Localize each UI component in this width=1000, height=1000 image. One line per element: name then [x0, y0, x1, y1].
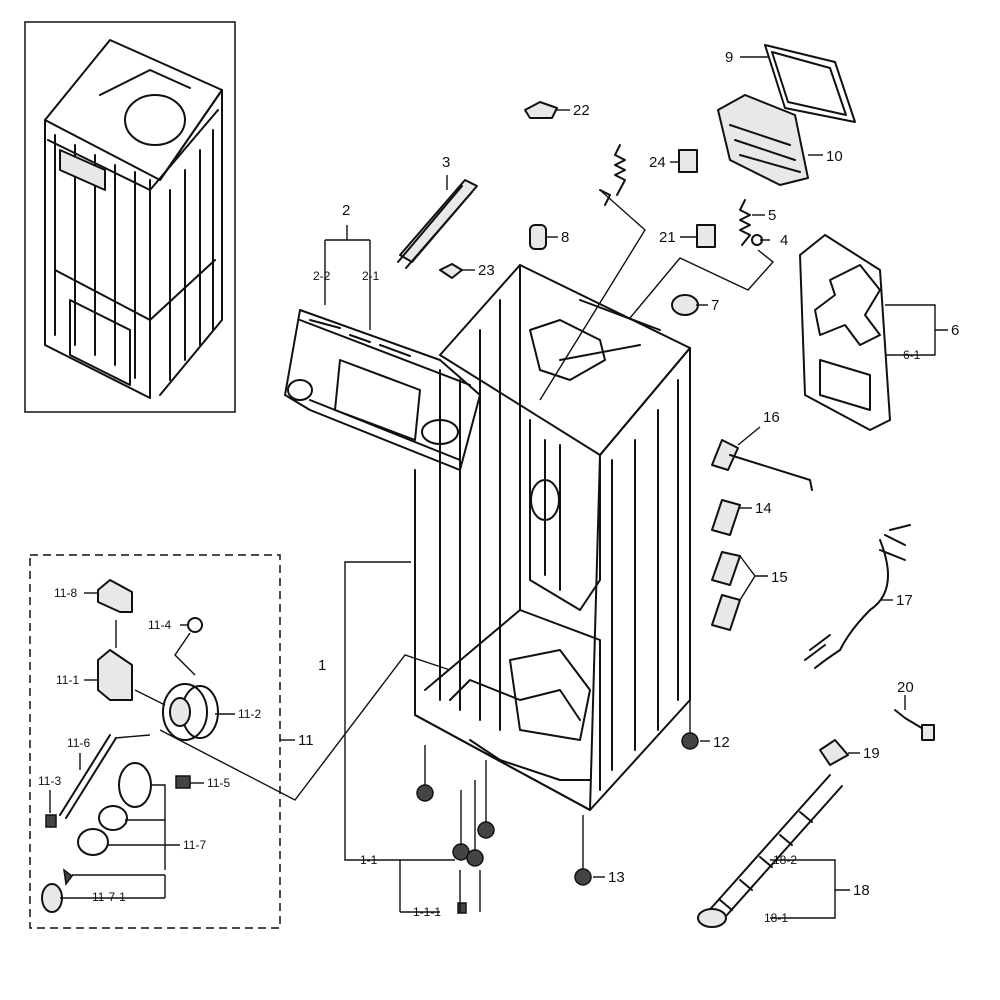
- callout-7: 7: [711, 297, 719, 314]
- leader-lines: [49, 56, 948, 919]
- callout-2-2: 2-2: [313, 269, 331, 283]
- callout-10: 10: [826, 148, 843, 165]
- callout-11-6: 11-6: [67, 736, 90, 750]
- callout-1-1-1: 1-1-1: [413, 905, 441, 919]
- wire-harness: [804, 524, 911, 669]
- callout-11-1: 11-1: [56, 673, 79, 687]
- callout-12: 12: [713, 734, 730, 751]
- callout-18-1: 18-1: [764, 911, 788, 925]
- callout-20: 20: [897, 679, 914, 696]
- callout-labels: 1 1-1 1-1-1 2 2-1 2-2 3 4 5 6 6-1 7 8 9 …: [38, 49, 959, 925]
- callout-8: 8: [561, 229, 569, 246]
- cabinet-frame: [414, 264, 691, 811]
- callout-3: 3: [442, 154, 450, 171]
- sensor-24: [678, 149, 698, 173]
- hose-clamp-19: [819, 739, 849, 766]
- callout-11-2: 11-2: [238, 707, 261, 721]
- callout-11-5: 11-5: [207, 776, 230, 790]
- callout-11-7-1: 11-7-1: [92, 890, 126, 904]
- callout-23: 23: [478, 262, 495, 279]
- callout-13: 13: [608, 869, 625, 886]
- callout-11-4: 11-4: [148, 618, 171, 632]
- callout-16: 16: [763, 409, 780, 426]
- leveling-feet: [416, 690, 699, 914]
- callout-11-8: 11-8: [54, 586, 77, 600]
- bellows-7: [671, 294, 699, 316]
- main-pcb: [717, 94, 809, 186]
- callout-11: 11: [298, 732, 314, 749]
- callout-2: 2: [342, 202, 350, 219]
- water-level-switch: [711, 439, 813, 491]
- control-panel: [284, 309, 481, 471]
- sensor-22: [524, 101, 558, 119]
- sensor-21: [696, 224, 716, 248]
- callout-15: 15: [771, 569, 788, 586]
- callout-22: 22: [573, 102, 590, 119]
- power-cord: [894, 709, 935, 741]
- drain-pump-assembly-group: [29, 554, 281, 929]
- callout-19: 19: [863, 745, 880, 762]
- callout-11-7: 11-7: [183, 838, 206, 852]
- callout-24: 24: [649, 154, 666, 171]
- clip-23: [439, 263, 463, 279]
- callout-14: 14: [755, 500, 772, 517]
- callout-1: 1: [318, 657, 326, 674]
- callout-5: 5: [768, 207, 776, 224]
- callout-1-1: 1-1: [360, 853, 378, 867]
- pcb-cover: [764, 44, 856, 123]
- top-rail-bracket: [397, 179, 478, 269]
- inlet-valves-15: [711, 551, 741, 631]
- callout-6: 6: [951, 322, 959, 339]
- callout-2-1: 2-1: [362, 269, 380, 283]
- inlet-valve-14: [711, 499, 741, 536]
- callout-21: 21: [659, 229, 676, 246]
- callout-17: 17: [896, 592, 913, 609]
- rear-panel: [799, 234, 891, 431]
- callout-6-1: 6-1: [903, 348, 921, 362]
- callout-4: 4: [780, 232, 788, 249]
- noise-filter: [529, 224, 547, 250]
- assembled-cabinet-inset: [24, 21, 236, 413]
- callout-11-3: 11-3: [38, 774, 61, 788]
- callout-18: 18: [853, 882, 870, 899]
- drain-hose: [697, 774, 843, 928]
- callout-18-2: 18-2: [773, 853, 797, 867]
- callout-9: 9: [725, 49, 733, 66]
